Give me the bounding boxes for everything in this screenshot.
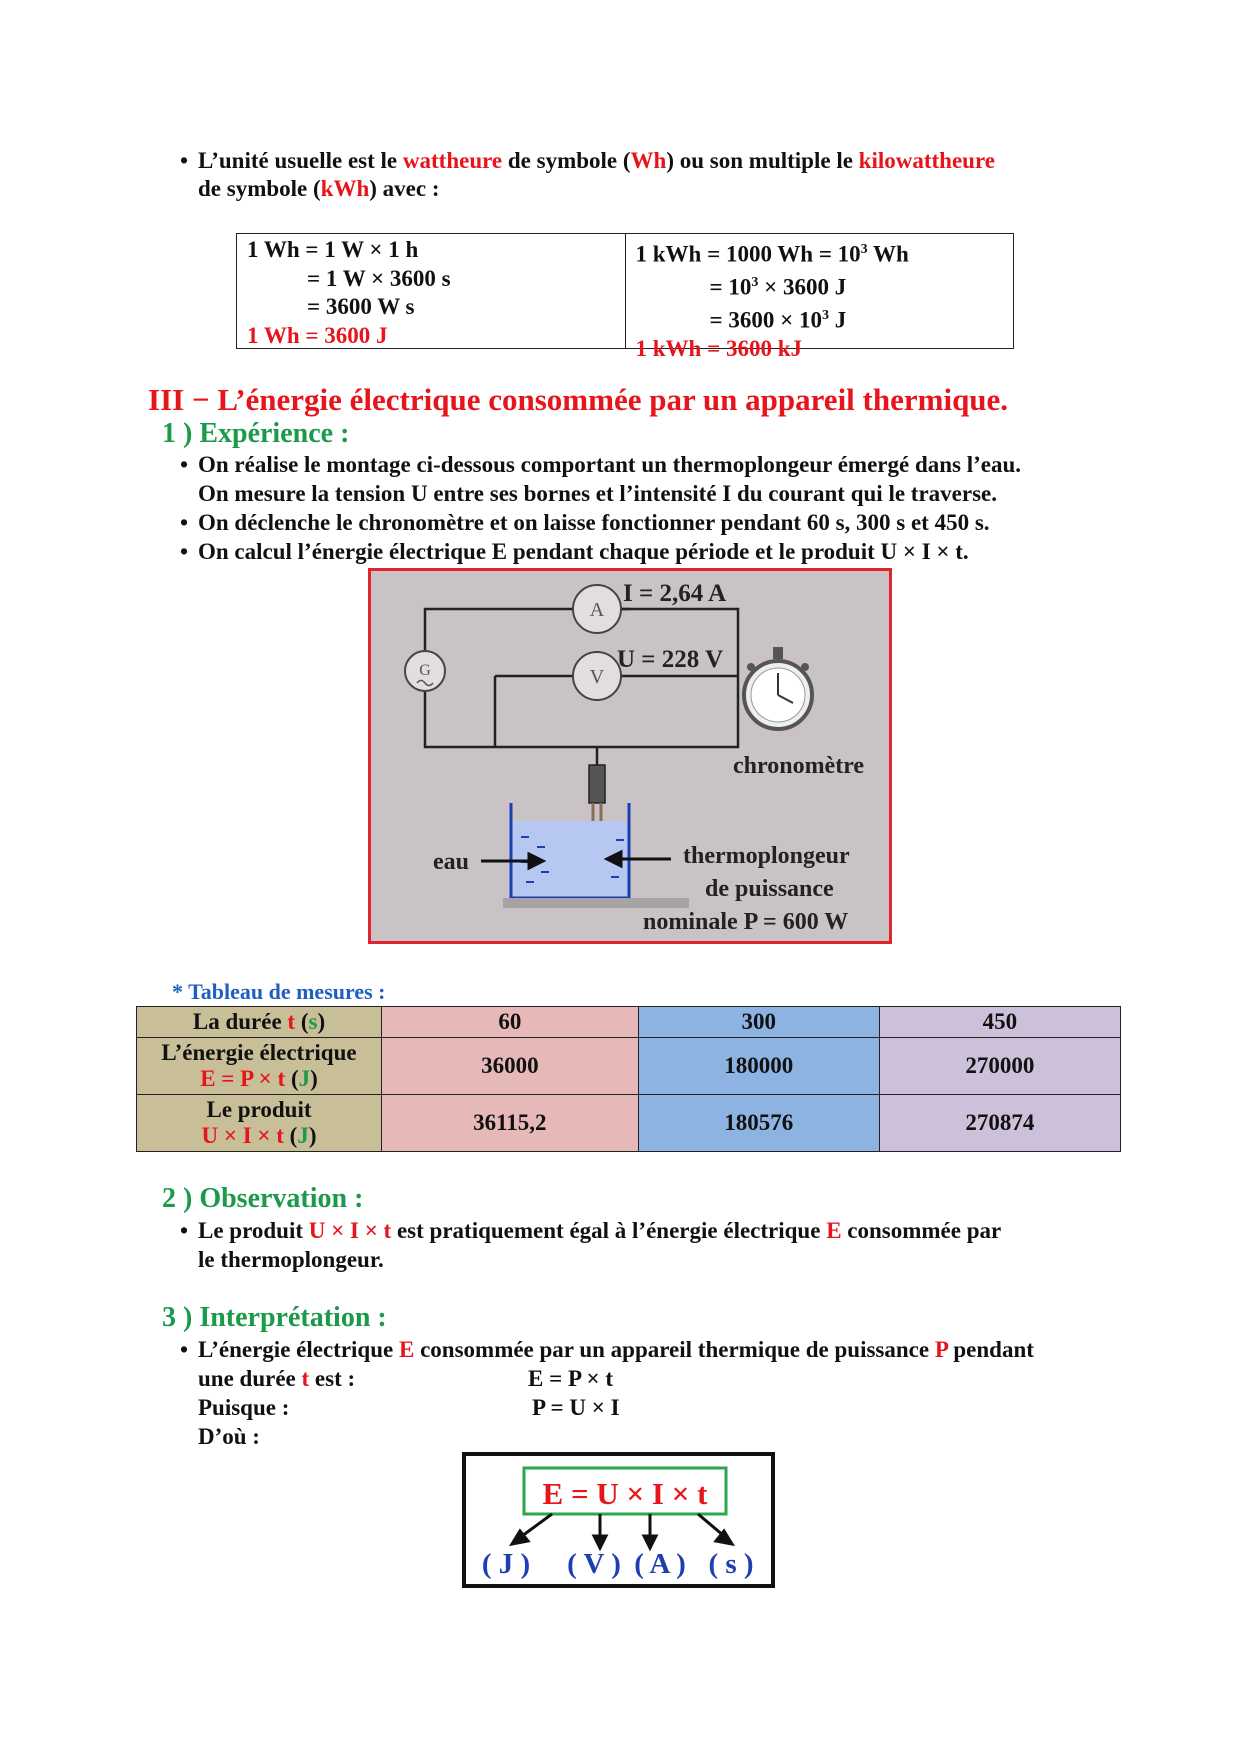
heater-label-2: de puissance [705,876,834,902]
svg-text:V: V [590,666,605,688]
exp-bullet-2: •On déclenche le chronomètre et on laiss… [180,510,990,535]
duration-cell: 60 [381,1006,639,1038]
measurements-table: La durée t (s) 60 300 450 L’énergie élec… [136,1006,1122,1152]
bullet: • [180,1337,189,1362]
formula-frame [522,1466,728,1516]
subsection-observation: 2 ) Observation : [162,1183,364,1214]
heater-label-1: thermoplongeur [683,843,850,869]
formula-e-pt: E = P × t [528,1366,613,1391]
generator-icon: G [404,650,446,692]
formula-box: E = U × I × t ( J ) ( V ) ( A ) ( s ) [462,1452,775,1588]
section-title: III − L’énergie électrique consommée par… [148,382,1009,417]
row-label-duration: La durée t (s) [136,1006,382,1038]
table-row: L’énergie électrique E = P × t (J) 36000… [136,1037,1122,1095]
heater-label-3: nominale P = 600 W [643,909,848,935]
unit-second: ( s ) [708,1548,753,1580]
voltage-label: U = 228 V [617,646,723,673]
intro-line-1: •L’unité usuelle est le wattheure de sym… [180,148,995,173]
duration-cell: 450 [878,1006,1122,1038]
units-cell-wh: 1 Wh = 1 W × 1 h = 1 W × 3600 s = 3600 W… [247,237,451,348]
svg-text:A: A [590,599,605,621]
exp-bullet-1-cont: On mesure la tension U entre ses bornes … [198,481,997,506]
table-caption: * Tableau de mesures : [172,979,386,1004]
bullet: • [180,510,189,535]
current-label: I = 2,64 A [623,580,726,607]
unit-arrows [508,1512,736,1552]
duration-cell: 300 [637,1006,880,1038]
units-cell-kwh: 1 kWh = 1000 Wh = 103 Wh = 103 × 3600 J … [624,234,1014,361]
table-row: Le produit U × I × t (J) 36115,2 180576 … [136,1094,1122,1152]
unit-joule: ( J ) [482,1548,530,1580]
stopwatch-icon [742,647,814,731]
exp-bullet-3: •On calcul l’énergie électrique E pendan… [180,539,969,564]
water-label: eau [433,849,469,875]
unit-ampere: ( A ) [634,1548,686,1580]
observation-line-2: le thermoplongeur. [198,1247,384,1272]
chrono-label: chronomètre [733,753,864,779]
interpretation-line-3: Puisque : [198,1395,290,1420]
circuit-wires [423,607,740,767]
product-cell: 180576 [637,1094,880,1152]
product-cell: 36115,2 [381,1094,639,1152]
interpretation-line-1: •L’énergie électrique E consommée par un… [180,1337,1034,1362]
interpretation-line-2: une durée t est : [198,1366,356,1391]
ammeter-icon: A [572,584,622,634]
table-row: La durée t (s) 60 300 450 [136,1006,1122,1038]
units-table: 1 Wh = 1 W × 1 h = 1 W × 3600 s = 3600 W… [236,233,1014,361]
energy-cell: 270000 [878,1037,1122,1095]
product-cell: 270874 [878,1094,1122,1152]
bullet: • [180,1218,189,1243]
formula-p-ui: P = U × I [532,1395,620,1420]
row-label-product: Le produit U × I × t (J) [136,1094,382,1152]
experiment-figure: A V G I = 2,64 A U = 228 V chronomètre [368,568,892,944]
subsection-experience: 1 ) Expérience : [162,418,350,449]
unit-volt: ( V ) [567,1548,621,1580]
energy-cell: 180000 [637,1037,880,1095]
bullet: • [180,539,189,564]
observation-line-1: •Le produit U × I × t est pratiquement é… [180,1218,1002,1243]
bullet: • [180,148,189,173]
interpretation-line-4: D’où : [198,1424,260,1449]
energy-cell: 36000 [381,1037,639,1095]
arrows [481,849,671,871]
voltmeter-icon: V [572,651,622,701]
exp-bullet-1: •On réalise le montage ci-dessous compor… [180,452,1022,477]
bullet: • [180,452,189,477]
intro-line-2: de symbole (kWh) avec : [198,176,440,201]
row-label-energy: L’énergie électrique E = P × t (J) [136,1037,382,1095]
svg-text:G: G [419,662,431,679]
formula-main: E = U × I × t [543,1476,709,1511]
subsection-interpretation: 3 ) Interprétation : [162,1302,387,1333]
